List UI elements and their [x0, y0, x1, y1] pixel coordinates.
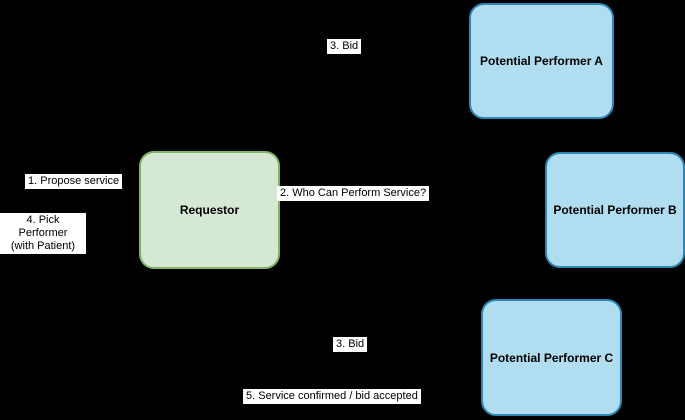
edge-label-pick-performer-line1: 4. Pick Performer — [18, 214, 68, 239]
edge-label-pick-performer: 4. Pick Performer (with Patient) — [0, 213, 86, 254]
edge-label-bid-top: 3. Bid — [327, 39, 362, 54]
node-potential-performer-b[interactable]: Potential Performer B — [545, 152, 685, 268]
node-requestor-label: Requestor — [179, 203, 240, 217]
node-requestor[interactable]: Requestor — [139, 151, 280, 269]
node-potential-performer-a-label: Potential Performer A — [480, 54, 603, 68]
node-potential-performer-a[interactable]: Potential Performer A — [469, 3, 614, 119]
edge-label-propose-service: 1. Propose service — [25, 174, 123, 189]
node-potential-performer-c-label: Potential Performer C — [489, 350, 614, 365]
edge-label-bid-bottom: 3. Bid — [333, 337, 368, 352]
node-potential-performer-b-label: Potential Performer B — [553, 203, 677, 217]
edge-label-pick-performer-line2: (with Patient) — [10, 240, 76, 252]
node-potential-performer-c[interactable]: Potential Performer C — [481, 299, 622, 416]
edge-label-service-confirmed: 5. Service confirmed / bid accepted — [243, 389, 421, 404]
edge-label-who-can-perform-service: 2. Who Can Perform Service? — [277, 186, 430, 201]
